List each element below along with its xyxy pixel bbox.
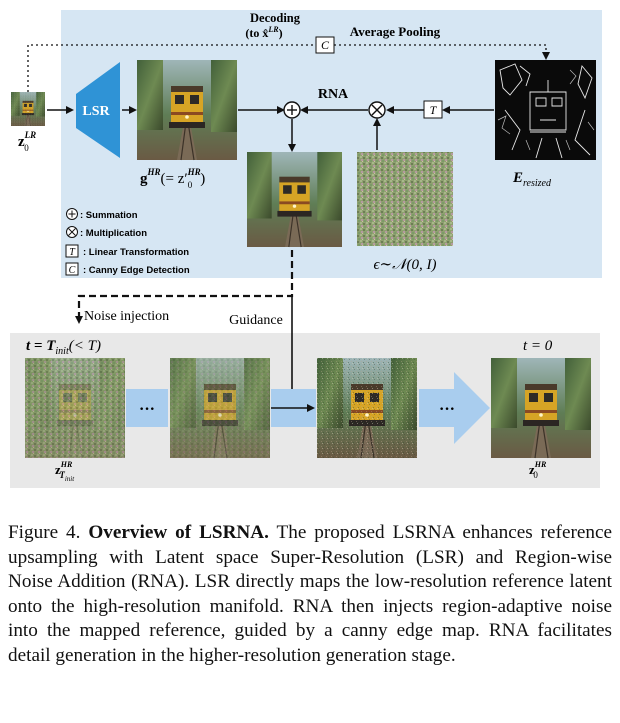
figure-caption: Figure 4. Overview of LSRNA. The propose… [8, 521, 612, 669]
average-pooling-label: Average Pooling [350, 24, 441, 39]
legend-summation: : Summation [80, 210, 138, 221]
noise-injection-label: Noise injection [84, 309, 169, 324]
flow-band-1 [126, 389, 168, 427]
guidance-label: Guidance [229, 313, 283, 328]
intermediate-image-1 [169, 357, 271, 459]
noise-label: ϵ∼𝒩(0, I) [374, 257, 437, 273]
lsr-block [76, 62, 120, 158]
rna-label: RNA [318, 87, 349, 102]
legend-multiplication: : Multiplication [80, 228, 147, 239]
ellipsis-1: ··· [139, 401, 155, 418]
z0-lr-image [10, 91, 46, 127]
decoding-target: (to x̂LR) [245, 25, 282, 40]
legend: : Summation : Multiplication T : Linear … [65, 208, 190, 276]
ellipsis-2: ··· [439, 401, 455, 418]
g-hr-image [136, 59, 238, 161]
rna-output-image [246, 151, 343, 248]
noise-image [357, 152, 453, 246]
e-resized-label: Eresized [512, 170, 552, 189]
lsrna-diagram: C Decoding (to x̂LR) Average Pooling zLR… [10, 10, 602, 488]
intermediate-image-2 [316, 357, 418, 459]
z0-hr-image [490, 357, 592, 459]
decoding-label: Decoding [250, 11, 301, 25]
transform-symbol: T [430, 103, 438, 117]
flow-arrow-3 [419, 372, 490, 444]
edge-map-image [495, 60, 596, 160]
canny-box [315, 36, 335, 54]
decoding-path [27, 44, 316, 92]
canny-symbol: C [321, 38, 330, 52]
pooling-path [334, 44, 550, 60]
lsr-label: LSR [82, 104, 110, 119]
legend-t-symbol: T [69, 247, 76, 258]
t-init-label: t = Tinit(< T) [26, 338, 101, 357]
t-zero-label: t = 0 [523, 338, 553, 354]
noise-injection-path [75, 250, 294, 324]
caption-body: The proposed LSRNA enhances reference up… [8, 522, 612, 666]
legend-linear-transformation: : Linear Transformation [83, 247, 189, 258]
caption-bold-title: Overview of LSRNA. [88, 522, 269, 543]
caption-prefix: Figure 4. [8, 522, 89, 543]
legend-canny: : Canny Edge Detection [83, 265, 190, 276]
z-tinit-image [24, 357, 126, 459]
legend-c-symbol: C [69, 265, 76, 276]
